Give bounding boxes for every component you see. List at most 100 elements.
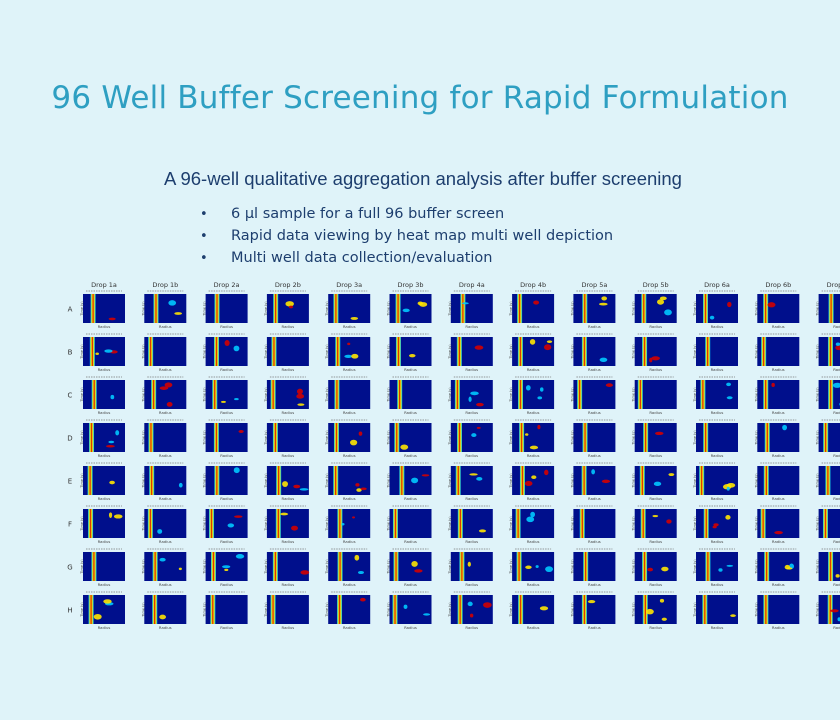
heatmap-spot (360, 597, 366, 602)
heatmap-band (153, 294, 159, 323)
heatmap-panel (818, 423, 840, 452)
axis-label-radius: Radius (588, 453, 601, 458)
axis-label-time: Time (s) (693, 602, 697, 618)
axis-label-time: Time (s) (816, 301, 820, 317)
heatmap-cell: Time (s)Radius (570, 548, 616, 587)
heatmap-cell: Time (s)Radius (816, 548, 840, 587)
axis-label-radius: Radius (220, 453, 233, 458)
heatmap-cell: Time (s)Radius (264, 419, 309, 458)
bullet-list: •6 µl sample for a full 96 buffer screen… (200, 203, 613, 269)
heatmap-cell: Time (s)Radius (632, 505, 677, 544)
row-label: F (68, 521, 72, 529)
axis-label-time: Time (s) (570, 559, 574, 575)
axis-label-radius: Radius (711, 453, 724, 458)
heatmap-band (705, 337, 711, 366)
axis-label-time: Time (s) (264, 387, 268, 403)
heatmap-spot (539, 606, 549, 611)
axis-label-time: Time (s) (141, 516, 145, 532)
heatmap-cell: Time (s)Radius (754, 462, 800, 501)
heatmap-cell: Time (s)Radius (693, 376, 738, 415)
heatmap-spot (166, 402, 173, 407)
heatmap-cell: Time (s)Radius (754, 290, 800, 329)
heatmap-band (582, 294, 588, 323)
heatmap-cell: Time (s)Radius (80, 333, 125, 372)
axis-label-radius: Radius (649, 410, 662, 415)
heatmap-cell: Time (s)Radius (264, 462, 309, 501)
heatmap-panel (205, 294, 248, 323)
heatmap-spot (233, 345, 240, 352)
heatmap-spot (730, 614, 736, 618)
heatmap-panel (328, 509, 371, 538)
heatmap-spot (227, 523, 235, 528)
heatmap-spot (709, 315, 715, 320)
heatmap-band (397, 380, 403, 409)
axis-label-radius: Radius (527, 539, 540, 544)
axis-label-time: Time (s) (816, 387, 820, 403)
heatmap-cell: Time (s)Radius (509, 505, 555, 544)
axis-label-radius: Radius (404, 625, 417, 630)
heatmap-spot (234, 515, 243, 518)
heatmap-spot (411, 477, 419, 484)
heatmap-spot (164, 382, 173, 388)
axis-label-time: Time (s) (264, 559, 268, 575)
heatmap-band (149, 466, 155, 495)
heatmap-spot (159, 557, 166, 562)
heatmap-panel (573, 552, 616, 581)
column-label: Drop 6a (704, 281, 730, 289)
heatmap-spot (423, 613, 431, 616)
axis-label-radius: Radius (772, 582, 785, 587)
axis-label-time: Time (s) (387, 301, 391, 317)
heatmap-band (642, 595, 648, 624)
heatmap-band (457, 509, 463, 538)
heatmap-cell: Time (s)Radius (754, 548, 800, 587)
heatmap-band (705, 552, 711, 581)
axis-label-time: Time (s) (141, 559, 145, 575)
heatmap-spot (471, 433, 477, 438)
axis-label-radius: Radius (343, 496, 356, 501)
heatmap-panel (205, 466, 248, 495)
heatmap-cell: Time (s)Radius (816, 591, 840, 630)
heatmap-cell: Time (s)Radius (448, 462, 493, 501)
heatmap-cell: Time (s)Radius (80, 505, 125, 544)
heatmap-band (151, 380, 157, 409)
bullet-text: Multi well data collection/evaluation (231, 250, 493, 266)
axis-label-time: Time (s) (693, 301, 697, 317)
heatmap-band (333, 294, 339, 323)
heatmap-spot (666, 519, 672, 524)
heatmap-band (91, 380, 97, 409)
heatmap-spot (469, 613, 474, 618)
heatmap-cell: Time (s)Radius (203, 376, 248, 415)
axis-label-time: Time (s) (203, 430, 207, 446)
heatmap-band (148, 423, 154, 452)
heatmap-cell: Time (s)Radius (448, 505, 493, 544)
heatmap-spot (103, 599, 112, 604)
heatmap-band (91, 552, 97, 581)
heatmap-panel (573, 509, 616, 538)
axis-label-time: Time (s) (325, 344, 329, 360)
heatmap-band (763, 294, 769, 323)
axis-label-radius: Radius (220, 582, 233, 587)
axis-label-radius: Radius (282, 625, 295, 630)
axis-label-time: Time (s) (693, 473, 697, 489)
axis-label-radius: Radius (343, 410, 356, 415)
heatmap-spot (357, 570, 364, 575)
heatmap-spot (539, 387, 544, 392)
axis-label-time: Time (s) (632, 344, 636, 360)
heatmap-panel (83, 337, 125, 366)
heatmap-spot (476, 426, 481, 429)
heatmap-band (763, 380, 769, 409)
heatmap-panel (818, 509, 840, 538)
heatmap-spot (546, 340, 553, 344)
heatmap-band (643, 423, 649, 452)
heatmap-band (210, 595, 216, 624)
heatmap-spot (159, 614, 167, 620)
axis-label-time: Time (s) (387, 602, 391, 618)
heatmap-spot (537, 424, 541, 430)
heatmap-spot (296, 388, 303, 395)
heatmap-cell: Time (s)Radius (816, 376, 840, 415)
heatmap-spot (108, 512, 113, 519)
axis-label-radius: Radius (649, 582, 662, 587)
heatmap-band (460, 294, 466, 323)
column-label: Drop 5b (643, 281, 669, 289)
heatmap-spot (352, 516, 356, 519)
